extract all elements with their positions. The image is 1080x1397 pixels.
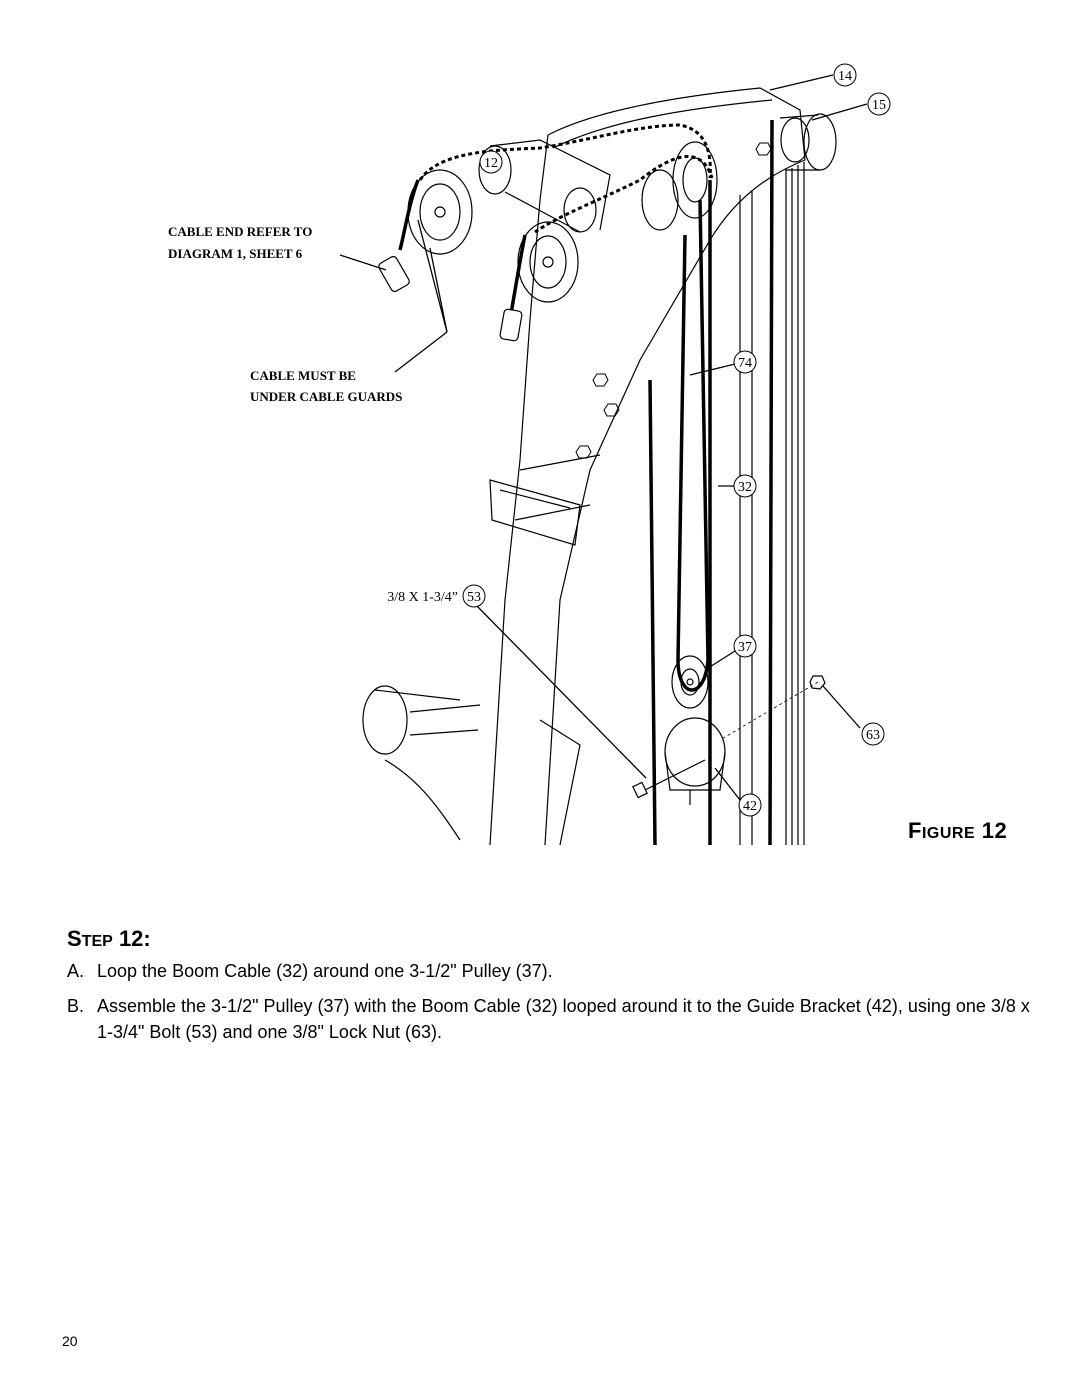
callout-42-label: 42	[743, 799, 757, 814]
figure-caption: FIGURE 12	[908, 818, 1007, 844]
callout-12-label: 12	[484, 156, 498, 171]
handle-bracket	[489, 479, 581, 546]
swivel-pulley-right	[517, 221, 579, 303]
step-prefix: S	[67, 926, 82, 951]
callout-14-label: 14	[838, 69, 852, 84]
callout-74	[733, 350, 757, 374]
figure-caption-smallcaps: IGURE	[921, 825, 976, 842]
cable-guard-note-line1: CABLE MUST BE	[250, 368, 356, 383]
top-pulley-housings	[478, 139, 611, 233]
figure-caption-number: 12	[981, 818, 1008, 843]
leader-lines	[339, 74, 868, 801]
upright-frame	[739, 162, 805, 845]
instruction-b-text: Assemble the 3-1/2" Pulley (37) with the…	[97, 996, 1030, 1042]
figure-caption-prefix: F	[908, 818, 922, 843]
step-number: 12:	[118, 926, 151, 951]
instruction-a-text: Loop the Boom Cable (32) around one 3-1/…	[97, 961, 553, 981]
cable-end-connectors	[378, 256, 523, 342]
step-smallcaps: TEP	[81, 933, 113, 950]
top-tube	[779, 113, 837, 171]
cable-guard-note-line2: UNDER CABLE GUARDS	[250, 389, 402, 404]
callout-37-label: 37	[738, 640, 752, 655]
instruction-a-letter: A.	[67, 961, 85, 981]
callout-42	[738, 793, 762, 817]
cable-end-note-line1: CABLE END REFER TO	[168, 224, 312, 239]
callout-53-label: 53	[467, 590, 481, 605]
swivel-pulley-left	[407, 169, 473, 255]
bolt-size-label: 3/8 X 1-3/4”	[387, 590, 458, 605]
callout-53	[462, 584, 486, 608]
callout-32-label: 32	[738, 480, 752, 495]
guide-bracket-42	[664, 717, 726, 805]
arm-bolts	[575, 142, 772, 459]
callout-14	[833, 63, 857, 87]
callout-15-label: 15	[872, 98, 886, 113]
callout-63-label: 63	[866, 728, 880, 743]
callout-63	[861, 722, 885, 746]
callout-15	[867, 92, 891, 116]
top-pulleys	[641, 141, 718, 231]
assembly-diagram: 14 15 12 74 32 53 37 63 42 3/8 X 1-3/4” …	[168, 63, 891, 846]
cable-end-note-line2: DIAGRAM 1, SHEET 6	[168, 246, 303, 261]
lock-nut-63	[809, 675, 826, 690]
callout-12	[479, 150, 503, 174]
boom-cable-routing	[418, 123, 714, 234]
callout-74-label: 74	[738, 356, 752, 371]
instruction-b: B. Assemble the 3-1/2" Pulley (37) with …	[67, 993, 1047, 1045]
page-number: 20	[62, 1333, 78, 1349]
seat-roll	[362, 685, 581, 846]
callout-32	[733, 474, 757, 498]
pulley-37	[671, 655, 709, 709]
instruction-b-letter: B.	[67, 996, 85, 1016]
step-heading: STEP 12:	[67, 926, 151, 952]
boom-arm	[489, 87, 806, 846]
cables	[398, 119, 774, 846]
instruction-a: A. Loop the Boom Cable (32) around one 3…	[67, 958, 1027, 984]
callout-37	[733, 634, 757, 658]
